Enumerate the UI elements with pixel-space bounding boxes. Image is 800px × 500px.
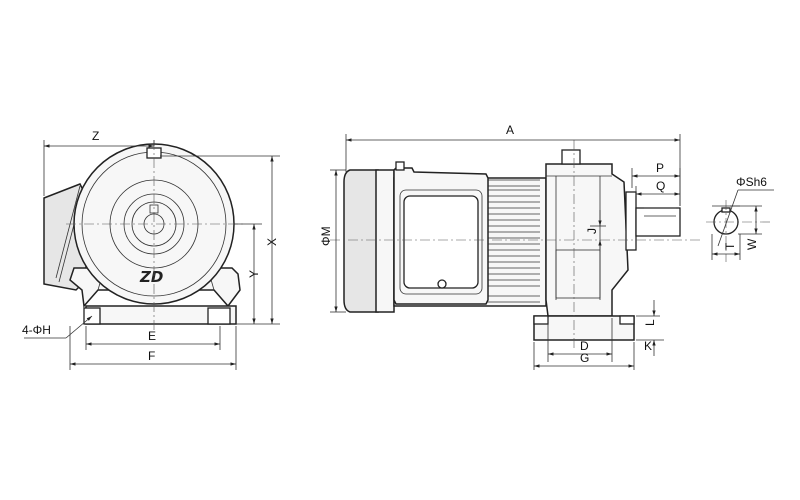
dim-label-w: W: [745, 238, 759, 250]
dim-label-q: Q: [656, 179, 665, 193]
dim-label-d: D: [580, 339, 589, 353]
gearbox-base: [533, 315, 635, 341]
dim-label-z: Z: [92, 129, 99, 143]
shaft-detail: ΦSh6 W T: [706, 175, 774, 262]
motor-body: [375, 169, 395, 313]
side-view: [330, 140, 700, 350]
motor-end-cap: [343, 169, 379, 313]
dim-label-t: T: [723, 242, 737, 250]
dim-label-m: ΦM: [319, 226, 333, 246]
dim-label-x: X: [265, 238, 279, 246]
dim-label-y: Y: [247, 270, 261, 278]
dim-label-h: 4-ΦH: [22, 323, 51, 337]
dim-label-l: L: [643, 319, 657, 326]
side-dimensions: A ΦM P Q J L K D G: [319, 123, 681, 370]
dim-label-f: F: [148, 349, 155, 363]
front-dimensions: Z X Y E F 4-ΦH: [22, 129, 280, 370]
dim-label-p: P: [656, 161, 664, 175]
front-view: ZD: [43, 140, 244, 330]
dim-label-e: E: [148, 329, 156, 343]
dim-label-g: G: [580, 351, 589, 365]
dim-label-k: K: [644, 339, 652, 353]
dim-label-j: J: [585, 228, 599, 234]
brand-logo: ZD: [139, 268, 163, 286]
dim-label-s: ΦSh6: [736, 175, 767, 189]
output-shaft: [635, 207, 681, 237]
dim-label-a: A: [506, 123, 514, 137]
